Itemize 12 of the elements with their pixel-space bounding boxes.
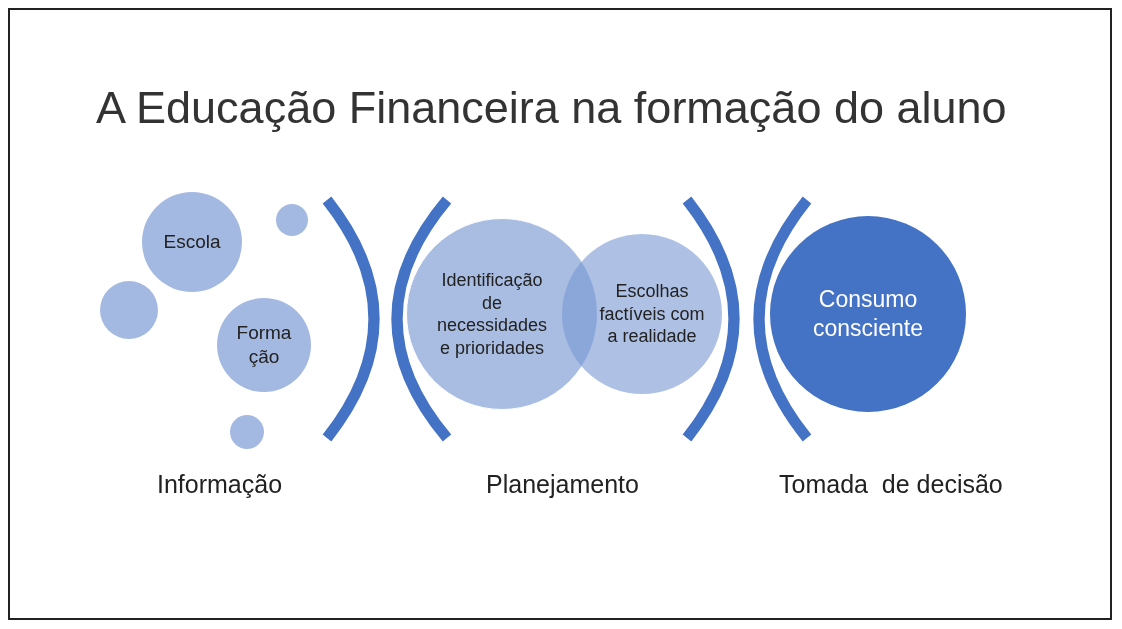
stage-label: Planejamento (486, 470, 639, 499)
node-text: Identificação de necessidades e prioridades (435, 269, 549, 359)
stage-label: Tomada de decisão (779, 470, 1003, 499)
node-text: Forma ção (235, 321, 293, 369)
stage-label: Informação (157, 470, 283, 499)
node-text: Escola (162, 230, 222, 254)
circle (276, 204, 308, 236)
circle (100, 281, 158, 339)
slide-title: A Educação Financeira na formação do aluno (96, 82, 1007, 134)
node-text: Consumo consciente (812, 285, 924, 343)
node-text: Escolhas factíveis com a realidade (598, 280, 706, 348)
circle (230, 415, 264, 449)
